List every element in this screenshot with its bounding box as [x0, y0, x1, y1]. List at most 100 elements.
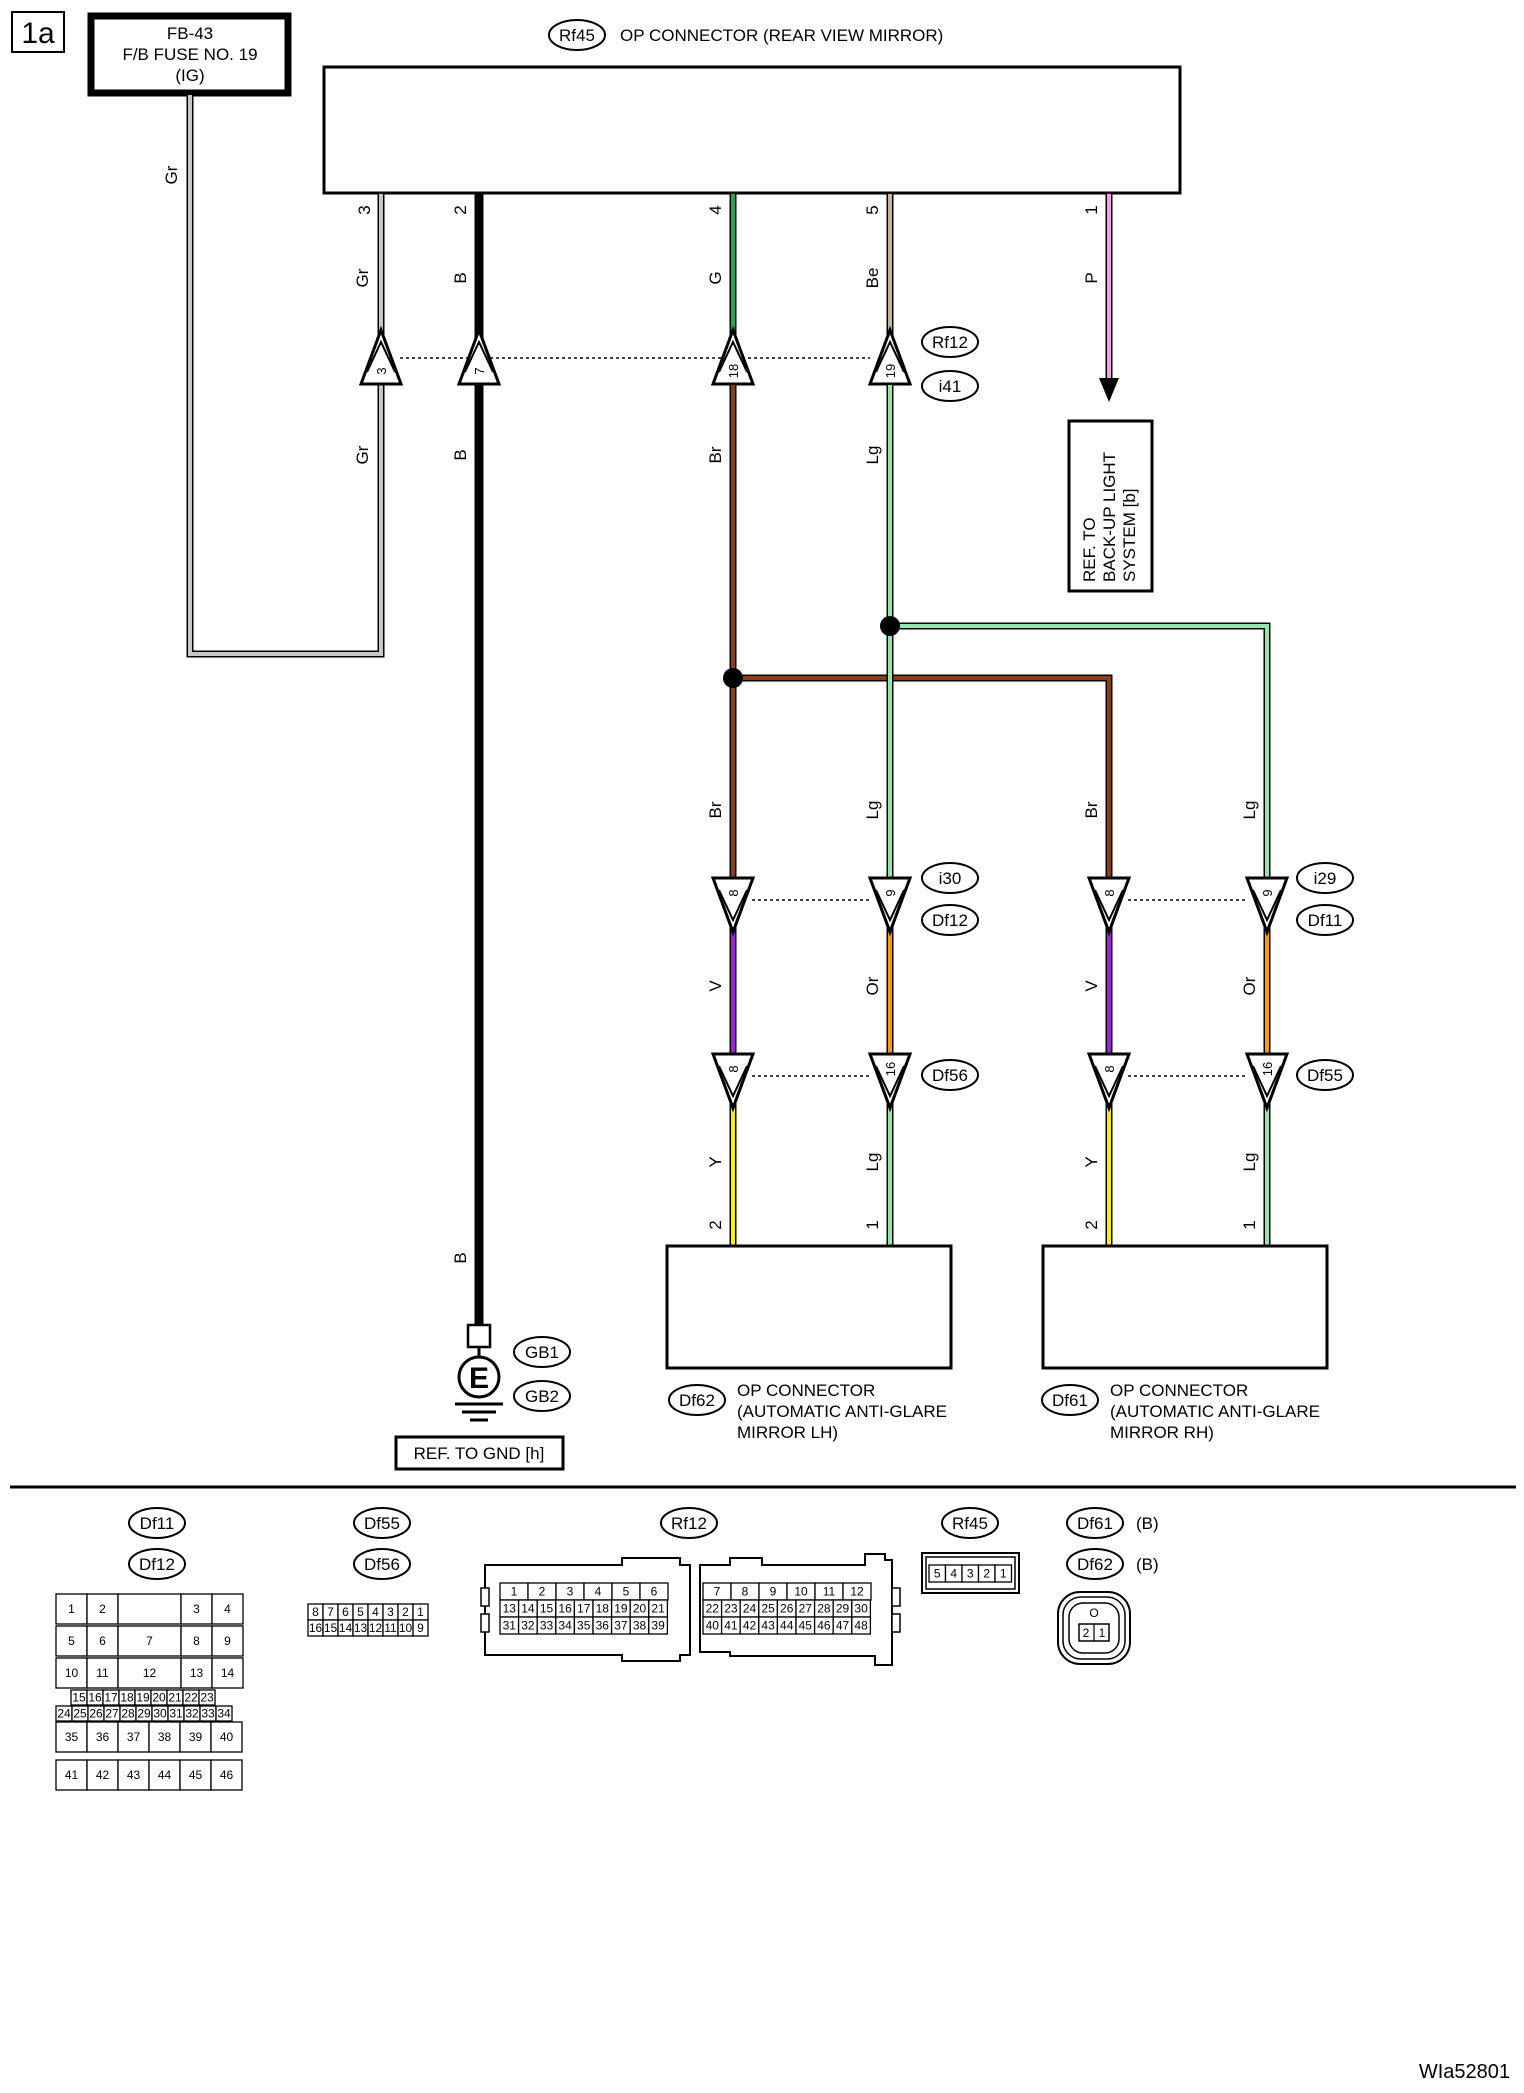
joint-upper-pin7-label: 7 — [472, 367, 487, 374]
df11-pin-11: 11 — [96, 1666, 109, 1680]
rf12-pin-36: 36 — [596, 1619, 610, 1633]
df11-pin-36-cell — [86, 1721, 119, 1753]
fuse-line2: F/B FUSE NO. 19 — [122, 45, 257, 64]
df55-pin-9: 9 — [417, 1621, 424, 1635]
low-right-wire-lg: Lg — [1240, 1153, 1259, 1172]
df12-code: Df12 — [932, 911, 968, 930]
rf12-pin-13: 13 — [503, 1602, 517, 1616]
df11-pin-30: 30 — [153, 1707, 167, 1721]
df11-code-oval — [1296, 904, 1354, 936]
df56-code-oval — [921, 1059, 979, 1091]
df55-pin-16: 16 — [309, 1621, 323, 1635]
mid-joint-right-pin-9: 9 — [1244, 876, 1290, 937]
df11-pin-39-cell — [179, 1721, 212, 1753]
df55-pin-15: 15 — [324, 1621, 338, 1635]
rf12-pin-34: 34 — [558, 1619, 572, 1633]
gb2-code: GB2 — [525, 1387, 559, 1406]
rf12-pin-22: 22 — [706, 1602, 720, 1616]
df61-housing: O 2 1 — [1057, 1591, 1131, 1665]
gb2-code-oval — [513, 1380, 571, 1412]
df11-pin-31: 31 — [169, 1707, 183, 1721]
df61-pin2: 2 — [1082, 1220, 1101, 1229]
df11-pin-38-cell — [148, 1721, 181, 1753]
low-left-pin16-label: 16 — [883, 1062, 898, 1076]
upper-below-gr: Gr — [353, 445, 372, 464]
rf12-pin-2: 2 — [539, 1585, 546, 1599]
df11-pin-blank-cell — [117, 1593, 182, 1625]
df11-pin-34-cell — [215, 1705, 233, 1722]
df11-pin-14: 14 — [221, 1666, 235, 1680]
df55-code-oval — [1296, 1059, 1354, 1091]
ref-gnd-text: REF. TO GND [h] — [414, 1444, 545, 1463]
df11-pin-46-cell — [210, 1759, 243, 1791]
df62-connector-box — [665, 1244, 953, 1370]
rf12-pin-23: 23 — [724, 1602, 738, 1616]
mid-left-pin8-label: 8 — [726, 889, 741, 896]
df55-pin-3: 3 — [387, 1605, 394, 1619]
rf12-pin-43: 43 — [761, 1619, 775, 1633]
df11-pin-17: 17 — [104, 1691, 118, 1705]
df55-pin-7: 7 — [327, 1605, 334, 1619]
df11-pin-37-cell — [117, 1721, 150, 1753]
rf12-pin-38: 38 — [633, 1619, 647, 1633]
rf45-title: OP CONNECTOR (REAR VIEW MIRROR) — [620, 26, 943, 45]
rf12-pin-5: 5 — [623, 1585, 630, 1599]
df12-code-oval — [921, 904, 979, 936]
rf12-pin-24: 24 — [743, 1602, 757, 1616]
mid-right-wire-or: Or — [1240, 976, 1259, 995]
df11-pin-23-cell — [198, 1689, 216, 1706]
df61-legend-pin1: 1 — [1099, 1626, 1106, 1640]
mid-joint-left-pin-8: 8 — [710, 876, 756, 937]
legend-df12-oval — [128, 1548, 186, 1580]
ref-backup-box — [1067, 419, 1154, 593]
rf12-pin-48-cell — [851, 1616, 872, 1635]
df11-pin-21: 21 — [168, 1691, 182, 1705]
rf45-connector-box — [322, 65, 1182, 195]
rf12-pin-33: 33 — [540, 1619, 554, 1633]
legend-df62-code: Df62 — [1077, 1555, 1113, 1574]
top-wire-be: Be — [863, 268, 882, 289]
i29-code: i29 — [1314, 869, 1337, 888]
df61-title-3: MIRROR RH) — [1110, 1423, 1214, 1442]
df11-pin-18: 18 — [120, 1691, 134, 1705]
low-right-pin16-label: 16 — [1260, 1062, 1275, 1076]
df11-pin-5: 5 — [68, 1634, 75, 1648]
df11-pin-39: 39 — [189, 1730, 203, 1744]
top-pin-1: 1 — [1082, 205, 1101, 214]
rf12-pin-47: 47 — [836, 1619, 850, 1633]
low-right-wire-y: Y — [1082, 1156, 1101, 1167]
rf12-pin-35: 35 — [577, 1619, 591, 1633]
legend-rf12-oval — [660, 1507, 718, 1539]
fuse-wire-label: Gr — [162, 165, 181, 184]
splice-br — [723, 668, 743, 688]
df61-key: O — [1089, 1606, 1098, 1620]
fuse-line1: FB-43 — [167, 24, 213, 43]
low-left-wire-lg: Lg — [863, 1153, 882, 1172]
low-joint-right-pin-8: 8 — [1086, 1052, 1132, 1113]
rf12-pin-28: 28 — [817, 1602, 831, 1616]
df11-pin-40: 40 — [220, 1730, 234, 1744]
df55-pin-14: 14 — [339, 1621, 353, 1635]
ref-backup-line3: SYSTEM [b] — [1120, 488, 1139, 582]
ground-e-symbol: E — [469, 1362, 489, 1395]
rf12-pin-27: 27 — [799, 1602, 813, 1616]
low-left-pin8-label: 8 — [726, 1065, 741, 1072]
gb1-code-oval — [513, 1336, 571, 1368]
rf45-pin-4: 4 — [950, 1567, 957, 1581]
rf12-code-oval — [921, 326, 979, 358]
branch-right-br: Br — [1082, 801, 1101, 818]
rf12-pin-26: 26 — [780, 1602, 794, 1616]
df11-pin-34: 34 — [217, 1707, 231, 1721]
mid-joint-left-pin-9: 9 — [867, 876, 913, 937]
p-arrow — [1099, 378, 1119, 402]
legend-df11-oval — [128, 1507, 186, 1539]
rf12-pin-41: 41 — [724, 1619, 738, 1633]
rf12-pin-39: 39 — [651, 1619, 665, 1633]
df11-pin-40-cell — [210, 1721, 243, 1753]
df11-pin-35: 35 — [65, 1730, 79, 1744]
df11-pin-26: 26 — [89, 1707, 103, 1721]
branch-left-br: Br — [706, 801, 725, 818]
ref-backup-line2: BACK-UP LIGHT — [1100, 452, 1119, 582]
